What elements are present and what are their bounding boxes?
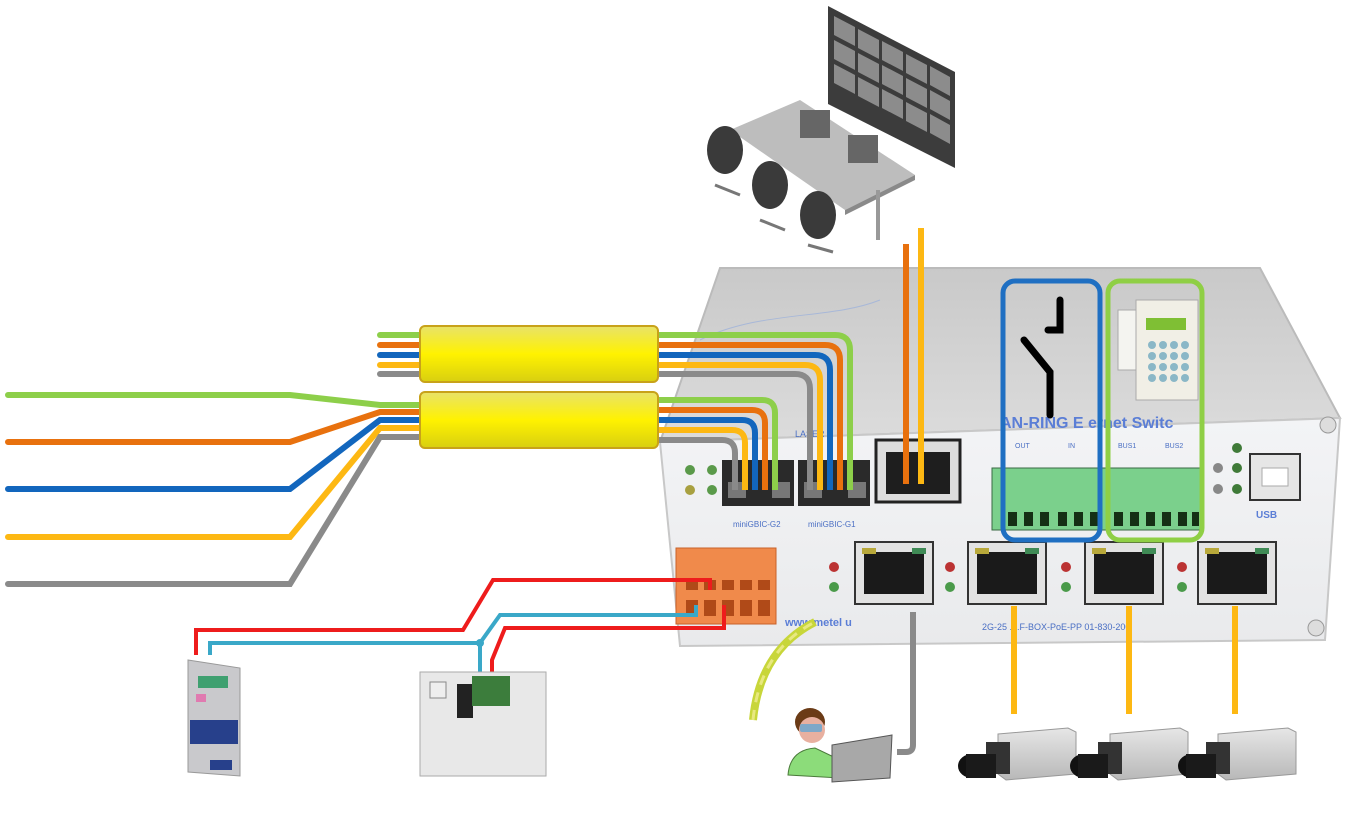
uplink-cable-p5 — [903, 228, 924, 484]
status-leds-right — [1213, 443, 1242, 494]
rj45-port-p4[interactable] — [829, 541, 934, 605]
power-enclosure-icon — [419, 671, 547, 777]
fiber-cable-jacket-2 — [419, 391, 659, 449]
rj45-port-p3[interactable] — [945, 541, 1047, 605]
status-leds-left — [685, 465, 717, 495]
terminal-out-label: OUT — [1015, 443, 1031, 450]
control-room-icon — [707, 6, 955, 470]
keypad-icon — [1117, 299, 1199, 401]
fiber-cable-jacket-1 — [419, 325, 659, 383]
camera-cables — [1011, 606, 1238, 714]
fiber-wires-to-sfp-g2 — [655, 397, 778, 490]
model-label: 2G-25 .4.F-BOX-PoE-PP 01-830-200 — [982, 622, 1130, 632]
terminal-blocks — [991, 467, 1201, 531]
terminal-bus2-label: BUS2 — [1165, 443, 1183, 450]
sfp-g1-label: miniGBIC-G1 — [808, 520, 856, 529]
website-label: www.metel u — [784, 617, 852, 629]
switch-name-label: AN-RING E ernet Switc — [1000, 415, 1173, 432]
rj45-port-p1[interactable] — [1177, 541, 1277, 605]
usb-label: USB — [1256, 510, 1277, 521]
relay-highlight-box — [1000, 278, 1103, 543]
camera-icon — [1178, 727, 1297, 781]
technician-icon — [787, 708, 893, 783]
power-wires — [194, 578, 726, 680]
switch-contact-icon — [1020, 296, 1064, 419]
terminal-bus1-label: BUS1 — [1118, 443, 1136, 450]
terminal-in-label: IN — [1068, 443, 1075, 450]
fiber-wires-to-sfp-g1 — [655, 332, 853, 490]
keypad-highlight-box — [1105, 278, 1205, 543]
usb-port[interactable] — [1249, 453, 1301, 501]
laptop-cable — [897, 612, 916, 755]
power-supply-icon — [187, 659, 241, 777]
sfp-g2-label: miniGBIC-G2 — [733, 520, 781, 529]
camera-icon — [1070, 727, 1189, 781]
fiber-wires-left — [5, 392, 423, 587]
wire-junction — [476, 639, 484, 647]
rj45-port-p2[interactable] — [1061, 541, 1164, 605]
camera-icon — [958, 727, 1077, 781]
fiber-wires-top-stubs — [377, 332, 423, 377]
